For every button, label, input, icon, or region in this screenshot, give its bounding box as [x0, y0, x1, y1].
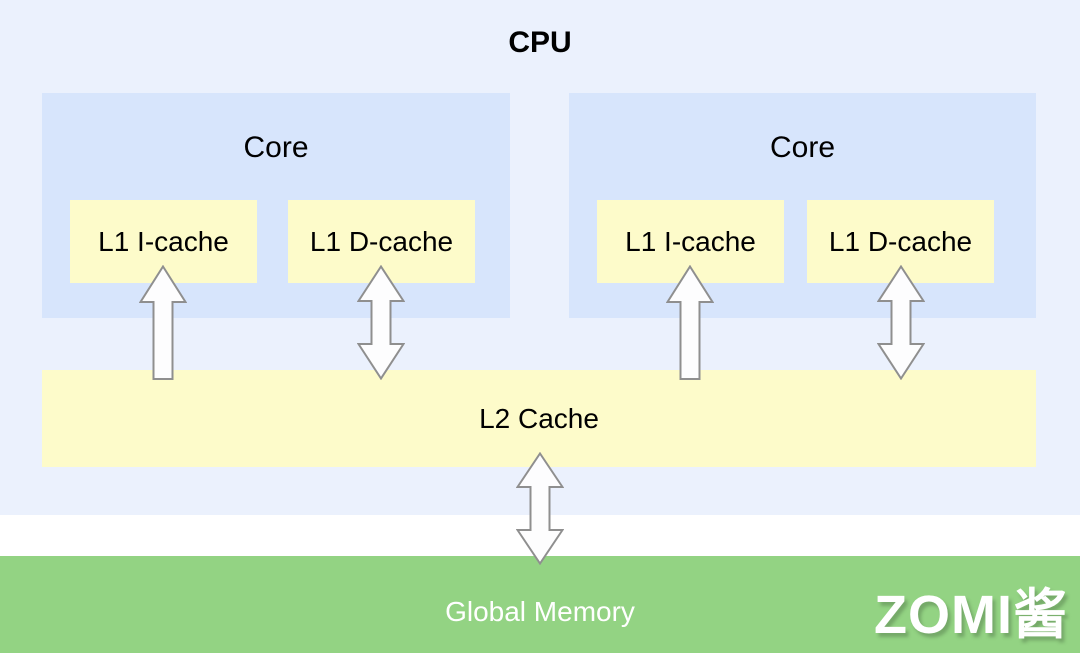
cpu-label: CPU: [508, 26, 572, 59]
arrow-double-icon-l2-global-memory: [516, 452, 564, 565]
global-memory-label: Global Memory: [445, 595, 635, 627]
core-2-l1-dcache-label: L1 D-cache: [828, 225, 973, 257]
arrow-double-icon-core2-dcache-l2: [877, 265, 925, 380]
l2-cache-label: L2 Cache: [479, 402, 599, 434]
arrow-up-icon-core2-icache-l2: [666, 265, 714, 380]
cpu-region: CPU Core L1 I-cache L1 D-cache Core L1 I…: [0, 0, 1080, 515]
core-1-label: Core: [243, 131, 309, 164]
core-2-l1-dcache-box: L1 D-cache: [807, 200, 994, 283]
watermark-text: ZOMI酱: [874, 585, 1068, 645]
core-2-box: Core L1 I-cache L1 D-cache: [569, 93, 1036, 318]
arrow-up-icon-core1-icache-l2: [139, 265, 187, 380]
core-2-l1-icache-label: L1 I-cache: [625, 225, 756, 257]
core-1-box: Core L1 I-cache L1 D-cache: [42, 93, 510, 318]
l2-cache-box: L2 Cache: [42, 370, 1036, 467]
core-2-label: Core: [769, 131, 836, 164]
global-memory-box: Global Memory ZOMI酱: [0, 556, 1080, 653]
arrow-double-icon-core1-dcache-l2: [357, 265, 405, 380]
core-1-l1-icache-label: L1 I-cache: [98, 225, 229, 257]
core-1-l1-dcache-label: L1 D-cache: [309, 225, 454, 257]
